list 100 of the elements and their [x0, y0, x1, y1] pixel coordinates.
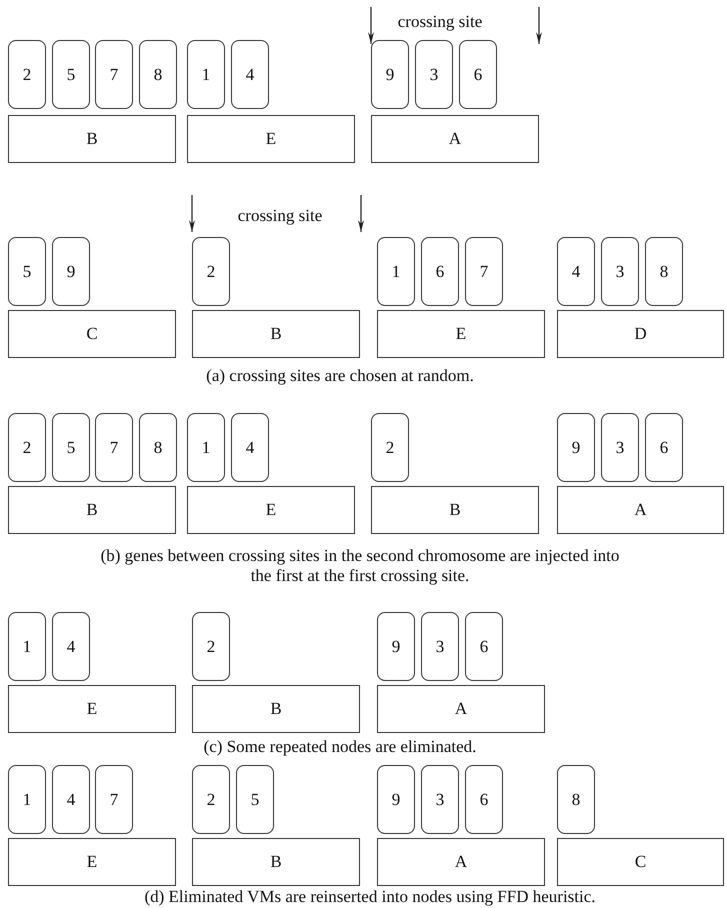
- server-letter: A: [634, 500, 647, 520]
- server-letter: E: [86, 699, 98, 719]
- server-box: [8, 115, 176, 163]
- vm-box: [139, 413, 177, 482]
- caption: (c) Some repeated nodes are eliminated.: [202, 737, 478, 757]
- server-letter: C: [86, 324, 98, 344]
- server-letter: D: [634, 324, 647, 344]
- vm-box: [377, 612, 415, 681]
- vm-number: 8: [572, 790, 580, 810]
- vm-box: [377, 765, 415, 834]
- vm-box: [231, 40, 269, 109]
- vm-number: 1: [202, 438, 210, 458]
- vm-number: 2: [22, 438, 32, 458]
- server-box: [377, 310, 545, 358]
- server-box: [192, 685, 360, 733]
- vm-number: 7: [480, 262, 488, 282]
- vm-box: [8, 40, 46, 109]
- vm-box: [192, 612, 230, 681]
- server-letter: A: [454, 852, 468, 872]
- server-letter: E: [86, 852, 98, 872]
- vm-number: 1: [392, 262, 400, 282]
- vm-number: 9: [392, 636, 400, 656]
- server-box: [377, 685, 545, 733]
- vm-box: [371, 40, 409, 109]
- server-letter: A: [454, 699, 468, 719]
- server-letter: B: [270, 699, 282, 719]
- vm-number: 1: [22, 790, 32, 810]
- vm-number: 6: [480, 636, 488, 656]
- vm-number: 5: [250, 790, 260, 810]
- vm-box: [231, 413, 269, 482]
- vm-box: [8, 612, 46, 681]
- vm-number: 1: [22, 636, 32, 656]
- server-box: [557, 838, 724, 886]
- vm-box: [95, 40, 133, 109]
- vm-number: 7: [110, 438, 118, 458]
- vm-box: [371, 413, 409, 482]
- vm-number: 9: [66, 262, 76, 282]
- server-box: [192, 310, 360, 358]
- vm-box: [95, 413, 133, 482]
- vm-number: 4: [246, 64, 254, 84]
- vm-number: 9: [386, 64, 394, 84]
- vm-box: [459, 40, 497, 109]
- vm-box: [645, 413, 683, 482]
- vm-box: [421, 237, 459, 306]
- vm-number: 4: [66, 636, 76, 656]
- vm-box: [95, 765, 133, 834]
- vm-number: 9: [572, 438, 580, 458]
- vm-box: [52, 40, 90, 109]
- vm-box: [192, 237, 230, 306]
- server-box: [8, 838, 176, 886]
- vm-box: [8, 765, 46, 834]
- vm-number: 1: [202, 64, 210, 84]
- server-letter: B: [86, 500, 98, 520]
- vm-box: [601, 237, 639, 306]
- server-box: [371, 115, 539, 163]
- vm-number: 2: [206, 636, 216, 656]
- server-box: [377, 838, 545, 886]
- server-box: [8, 310, 176, 358]
- vm-box: [557, 765, 595, 834]
- vm-number: 5: [22, 262, 32, 282]
- vm-box: [192, 765, 230, 834]
- vm-number: 8: [154, 64, 162, 84]
- vm-box: [52, 765, 90, 834]
- vm-number: 6: [480, 790, 488, 810]
- vm-number: 8: [660, 262, 668, 282]
- server-box: [557, 310, 724, 358]
- vm-box: [465, 765, 503, 834]
- server-box: [187, 486, 355, 534]
- vm-number: 8: [154, 438, 162, 458]
- vm-number: 2: [386, 438, 394, 458]
- vm-number: 2: [206, 790, 216, 810]
- vm-box: [465, 237, 503, 306]
- server-letter: E: [456, 324, 466, 344]
- server-letter: A: [448, 129, 462, 149]
- vm-box: [465, 612, 503, 681]
- server-box: [8, 486, 176, 534]
- vm-number: 3: [430, 64, 438, 84]
- vm-number: 7: [110, 64, 118, 84]
- server-letter: C: [634, 852, 646, 872]
- vm-number: 5: [66, 64, 76, 84]
- vm-box: [645, 237, 683, 306]
- vm-number: 4: [246, 438, 254, 458]
- vm-number: 3: [616, 438, 624, 458]
- server-box: [187, 115, 355, 163]
- vm-box: [236, 765, 274, 834]
- vm-box: [415, 40, 453, 109]
- vm-box: [421, 765, 459, 834]
- vm-box: [187, 40, 225, 109]
- vm-number: 3: [436, 790, 444, 810]
- vm-number: 3: [616, 262, 624, 282]
- vm-box: [421, 612, 459, 681]
- caption: (d) Eliminated VMs are reinserted into nodes using FFD heuristic.: [143, 887, 597, 907]
- vm-box: [52, 413, 90, 482]
- server-box: [371, 486, 539, 534]
- caption: (a) crossing sites are chosen at random.: [205, 366, 475, 386]
- vm-number: 5: [66, 438, 76, 458]
- vm-box: [8, 413, 46, 482]
- server-letter: B: [270, 324, 282, 344]
- crossing-site-label: crossing site: [396, 12, 484, 32]
- vm-box: [52, 612, 90, 681]
